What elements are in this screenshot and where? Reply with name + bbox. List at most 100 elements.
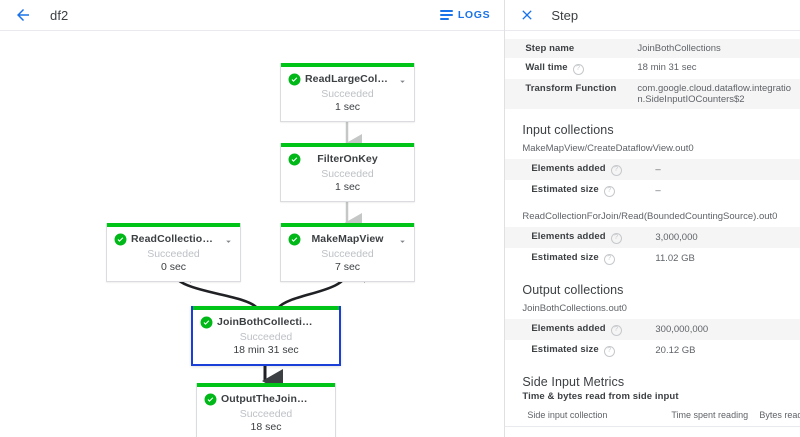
side-input-subtitle: Time & bytes read from side input (522, 391, 679, 402)
table-row: Step name JoinBothCollections (505, 39, 800, 58)
job-graph-canvas[interactable]: ReadLargeCollectionFr... Succeeded 1 sec… (0, 31, 505, 437)
row-value: com.google.cloud.dataflow.integration.Si… (637, 79, 800, 109)
collection-name: ReadCollectionForJoin/Read(BoundedCounti… (522, 211, 778, 222)
spacer (505, 201, 800, 210)
check-circle-icon (288, 73, 301, 86)
row-key: Step name (505, 39, 638, 58)
help-icon[interactable]: ? (610, 165, 622, 176)
help-icon[interactable]: ? (610, 325, 622, 336)
node-duration: 18 min 31 sec (233, 344, 299, 356)
row-key: Estimated size? (505, 340, 655, 361)
table-row: Elements added? – (505, 159, 800, 180)
page-title: df2 (50, 7, 69, 23)
node-status: Succeeded (239, 331, 293, 343)
graph-node-joinbothcollections[interactable]: JoinBothCollections Succeeded 18 min 31 … (191, 306, 341, 366)
node-duration: 7 sec (334, 261, 361, 273)
node-duration: 0 sec (160, 261, 187, 273)
row-key: Wall time? (505, 58, 637, 79)
help-icon[interactable]: ? (610, 233, 622, 244)
cell-bytes: 10.14 GB (759, 426, 800, 437)
node-label: JoinBothCollections (217, 316, 321, 328)
graph-edges (170, 111, 366, 393)
table-row: Estimated size? 20.12 GB (505, 340, 800, 361)
node-status: Succeeded (321, 248, 374, 260)
row-key: Elements added? (505, 159, 656, 180)
chevron-down-icon[interactable] (397, 234, 408, 245)
arrow-left-icon[interactable] (14, 6, 32, 24)
column-header-collection: Side input collection (505, 407, 672, 427)
row-value: 11.02 GB (655, 253, 695, 264)
help-icon[interactable]: ? (603, 254, 615, 265)
row-value: – (655, 185, 661, 196)
graph-node-filteronkey[interactable]: FilterOnKey Succeeded 1 sec (280, 143, 415, 202)
help-icon[interactable]: ? (603, 186, 615, 197)
help-icon[interactable]: ? (572, 64, 584, 75)
check-circle-icon (204, 393, 217, 406)
row-value: JoinBothCollections (637, 39, 800, 58)
row-key-label: Wall time (525, 62, 568, 73)
graph-node-readcollectionforjoin[interactable]: ReadCollectionForJoin Succeeded 0 sec (106, 223, 241, 282)
row-key-label: Estimated size (531, 252, 599, 263)
node-label: MakeMapView (311, 233, 384, 245)
chevron-down-icon[interactable] (397, 74, 408, 85)
cell-time: 10 min 3 sec (671, 426, 760, 437)
node-status-bar (197, 383, 335, 387)
section-title-side-input-metrics: Side Input Metrics (522, 375, 625, 389)
node-label: ReadLargeCollectionFr... (305, 73, 410, 85)
node-duration: 1 sec (334, 181, 361, 193)
row-value: 18 min 31 sec (637, 62, 697, 73)
chevron-down-icon[interactable] (223, 234, 234, 245)
node-duration: 18 sec (250, 421, 282, 433)
column-header-bytes: Bytes read (759, 407, 800, 427)
table-row: Transform Function com.google.cloud.data… (505, 79, 800, 109)
row-key-label: Estimated size (531, 344, 599, 355)
row-key-label: Estimated size (531, 184, 599, 195)
step-summary-table: Step name JoinBothCollections Wall time?… (505, 39, 800, 109)
table-row: Elements added? 3,000,000 (505, 227, 800, 248)
table-row: Wall time? 18 min 31 sec (505, 58, 800, 79)
check-circle-icon (200, 316, 213, 329)
table-row: MakeMapView/CreateDataflowView.out0 10 m… (505, 426, 800, 437)
node-status-bar (193, 306, 339, 310)
row-key: Estimated size? (505, 248, 655, 269)
graph-node-outputthejoinedcollection[interactable]: OutputTheJoinedCollec... Succeeded 18 se… (196, 383, 336, 437)
close-icon[interactable] (519, 7, 535, 23)
node-status: Succeeded (321, 88, 374, 100)
collection-name: MakeMapView/CreateDataflowView.out0 (522, 143, 694, 154)
row-key: Elements added? (505, 319, 656, 340)
row-value: 300,000,000 (655, 319, 800, 340)
node-status: Succeeded (239, 408, 293, 420)
row-value: – (655, 159, 800, 180)
collection-name: JoinBothCollections.out0 (522, 303, 627, 314)
check-circle-icon (288, 233, 301, 246)
graph-node-readlargecollection[interactable]: ReadLargeCollectionFr... Succeeded 1 sec (280, 63, 415, 122)
graph-node-makemapview[interactable]: MakeMapView Succeeded 7 sec (280, 223, 415, 282)
input-collection-metrics-0: Elements added? – Estimated size? – (505, 159, 800, 201)
row-key-label: Elements added (531, 323, 606, 334)
node-status-bar (281, 63, 414, 67)
step-details-panel: Step Step name JoinBothCollections Wall … (505, 0, 800, 437)
output-collection-metrics-0: Elements added? 300,000,000 Estimated si… (505, 319, 800, 361)
section-title-input-collections: Input collections (522, 123, 614, 137)
section-title-output-collections: Output collections (522, 283, 624, 297)
node-label: ReadCollectionForJoin (131, 233, 236, 245)
table-header-row: Side input collection Time spent reading… (505, 407, 800, 427)
panel-title: Step (551, 7, 579, 23)
help-icon[interactable]: ? (603, 346, 615, 357)
node-status-bar (281, 143, 414, 147)
panel-header: Step (505, 0, 800, 31)
row-key-label: Elements added (531, 231, 606, 242)
column-header-time: Time spent reading (671, 407, 760, 427)
row-value: 3,000,000 (655, 227, 800, 248)
table-row: Estimated size? 11.02 GB (505, 248, 800, 269)
node-status: Succeeded (321, 168, 374, 180)
check-circle-icon (114, 233, 127, 246)
cell-collection: MakeMapView/CreateDataflowView.out0 (505, 426, 672, 437)
logs-button[interactable]: LOGS (438, 6, 493, 24)
node-duration: 1 sec (334, 101, 361, 113)
top-toolbar: df2 LOGS (0, 0, 505, 31)
logs-button-label: LOGS (457, 9, 491, 21)
node-label: OutputTheJoinedCollec... (221, 393, 331, 405)
row-key: Elements added? (505, 227, 656, 248)
